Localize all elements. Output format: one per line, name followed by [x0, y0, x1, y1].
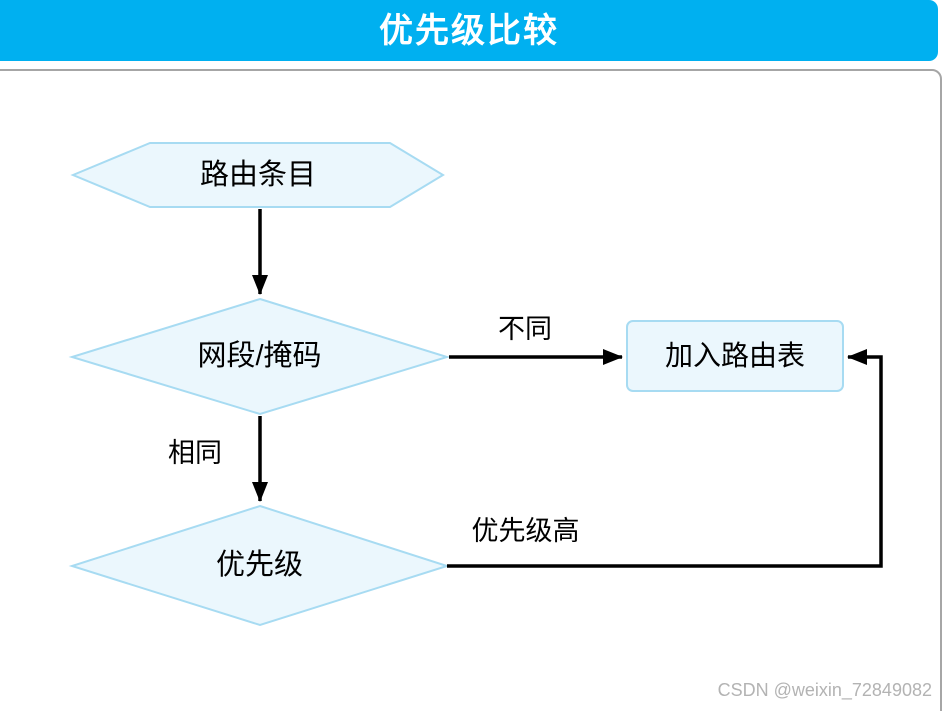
diamond-priority [68, 504, 451, 627]
node-label-segment-mask: 网段/掩码 [197, 340, 322, 372]
node-label-priority: 优先级 [215, 549, 303, 581]
page-title: 优先级比较 [379, 11, 559, 50]
watermark-text: CSDN @weixin_72849082 [717, 680, 932, 700]
rect-add-route-table [626, 320, 844, 392]
diamond-segment-mask [68, 297, 451, 416]
edge-label-different: 不同 [498, 314, 552, 344]
edge-label-same: 相同 [168, 438, 222, 468]
node-label-route-entry: 路由条目 [199, 159, 316, 191]
node-label-add-route-table: 加入路由表 [664, 340, 805, 371]
hexagon-route-entry [70, 142, 445, 208]
arrow-priority-to-add-route-table [447, 349, 883, 568]
edge-label-higher-priority: 优先级高 [471, 516, 580, 546]
header-bar: 优先级比较 [0, 0, 938, 61]
